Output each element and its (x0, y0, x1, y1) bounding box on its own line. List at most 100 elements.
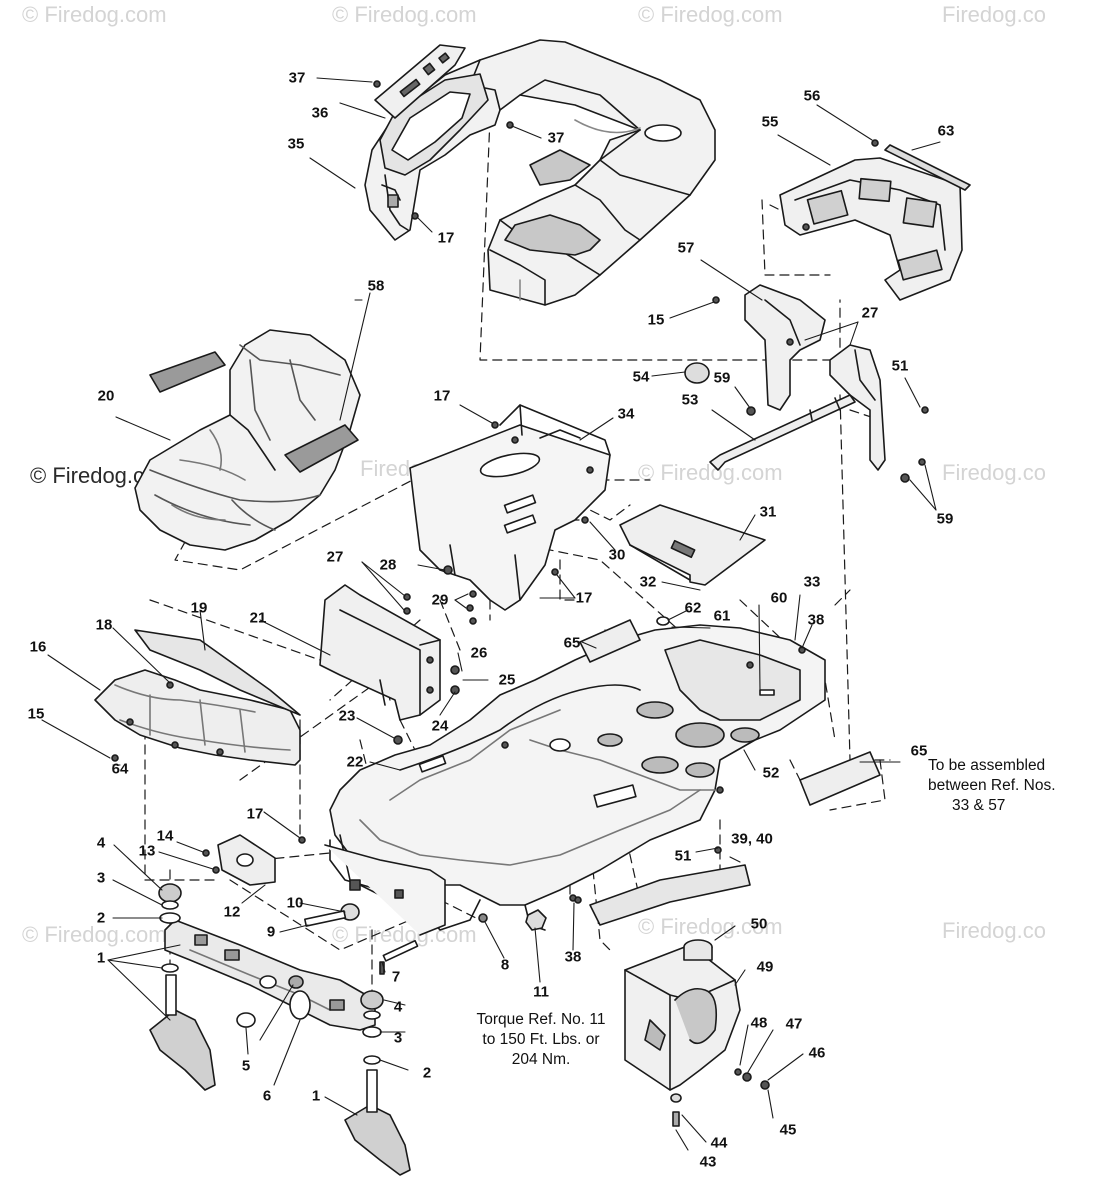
callout-15: 15 (27, 705, 45, 723)
callout-61: 61 (713, 607, 731, 625)
callout-10: 10 (286, 894, 304, 912)
callout-49: 49 (756, 958, 774, 976)
callout-59: 59 (936, 510, 954, 528)
leader-lines (41, 77, 941, 1151)
callout-13: 13 (138, 842, 156, 860)
seat (134, 329, 361, 551)
watermark: © Firedog.com (332, 2, 477, 27)
callout-48: 48 (750, 1014, 768, 1032)
watermark: © Firedog.com (638, 914, 783, 939)
spindle (149, 974, 216, 1091)
callout-65: 65 (563, 634, 581, 652)
callout-2: 2 (96, 909, 106, 927)
callout-4: 4 (96, 834, 106, 852)
watermark: © Firedog.com (638, 2, 783, 27)
callout-20: 20 (97, 387, 115, 405)
callout-55: 55 (761, 113, 779, 131)
cover-panel (619, 504, 766, 586)
hardware (111, 80, 929, 1065)
callout-26: 26 (470, 644, 488, 662)
callout-44: 44 (710, 1134, 728, 1152)
guard (779, 157, 963, 301)
callout-60: 60 (770, 589, 788, 607)
callout-8: 8 (500, 956, 510, 974)
callout-15: 15 (647, 311, 665, 329)
callout-56: 56 (803, 87, 821, 105)
mounting-plate (374, 44, 466, 119)
callout-59: 59 (713, 369, 731, 387)
fuel-tank (624, 939, 770, 1127)
callout-65: 65 (910, 742, 928, 760)
callout-35: 35 (287, 135, 305, 153)
callout-27: 27 (861, 304, 879, 322)
callout-23: 23 (338, 707, 356, 725)
seat-pan (409, 404, 611, 611)
callout-16: 16 (29, 638, 47, 656)
callout-36: 36 (311, 104, 329, 122)
callout-45: 45 (779, 1121, 797, 1139)
spindle (344, 1069, 411, 1176)
callout-57: 57 (677, 239, 695, 257)
frame-floor-pan (324, 624, 826, 936)
callout-38: 38 (807, 611, 825, 629)
callout-14: 14 (156, 827, 174, 845)
callout-47: 47 (785, 1015, 803, 1033)
callout-7: 7 (391, 968, 401, 986)
callout-28: 28 (379, 556, 397, 574)
callout-5: 5 (241, 1057, 251, 1075)
callout-63: 63 (937, 122, 955, 140)
side-panel (319, 584, 441, 721)
callout-24: 24 (431, 717, 449, 735)
callout-37: 37 (547, 129, 565, 147)
callout-17: 17 (433, 387, 451, 405)
callout-12: 12 (223, 903, 241, 921)
callout-11: 11 (533, 983, 549, 1001)
callout-1: 1 (311, 1087, 321, 1105)
strip (884, 144, 971, 191)
baffle (134, 629, 301, 716)
callout-51: 51 (891, 357, 909, 375)
floor-mat (589, 864, 751, 926)
callout-3: 3 (393, 1029, 403, 1047)
callout-58: 58 (367, 277, 385, 295)
callout-30: 30 (608, 546, 626, 564)
assembly-note: To be assembled between Ref. Nos. 33 & 5… (928, 757, 1056, 814)
callout-29: 29 (431, 591, 449, 609)
watermark: © Firedog.com (638, 460, 783, 485)
callout-50: 50 (750, 915, 768, 933)
callout-25: 25 (498, 671, 516, 689)
bracket-65 (579, 619, 641, 663)
callout-17: 17 (246, 805, 264, 823)
callout-43: 43 (699, 1153, 717, 1171)
callout-54: 54 (632, 368, 650, 386)
callout-27: 27 (326, 548, 344, 566)
callout-38: 38 (564, 948, 582, 966)
callout-53: 53 (681, 391, 699, 409)
rod (709, 394, 856, 471)
watermark: Firedog.co (942, 2, 1046, 27)
callout-17: 17 (437, 229, 455, 247)
callout-9: 9 (266, 923, 276, 941)
callout-46: 46 (808, 1044, 826, 1062)
torque-note: Torque Ref. No. 11 to 150 Ft. Lbs. or 20… (476, 1011, 606, 1068)
callout-34: 34 (617, 405, 635, 423)
callout-1: 1 (96, 949, 106, 967)
callout-39-40: 39, 40 (731, 830, 773, 848)
callout-3: 3 (96, 869, 106, 887)
callout-21: 21 (249, 609, 267, 627)
watermark: © Firedog.com (22, 922, 167, 947)
watermark: Firedog.co (942, 460, 1046, 485)
callout-19: 19 (190, 599, 208, 617)
callout-32: 32 (639, 573, 657, 591)
callout-4: 4 (393, 998, 403, 1016)
callout-17: 17 (575, 589, 593, 607)
callout-62: 62 (684, 599, 702, 617)
right-bracket (744, 284, 886, 471)
callout-6: 6 (262, 1087, 272, 1105)
callout-33: 33 (803, 573, 821, 591)
callout-52: 52 (762, 764, 780, 782)
callout-2: 2 (422, 1064, 432, 1082)
callout-31: 31 (759, 503, 777, 521)
